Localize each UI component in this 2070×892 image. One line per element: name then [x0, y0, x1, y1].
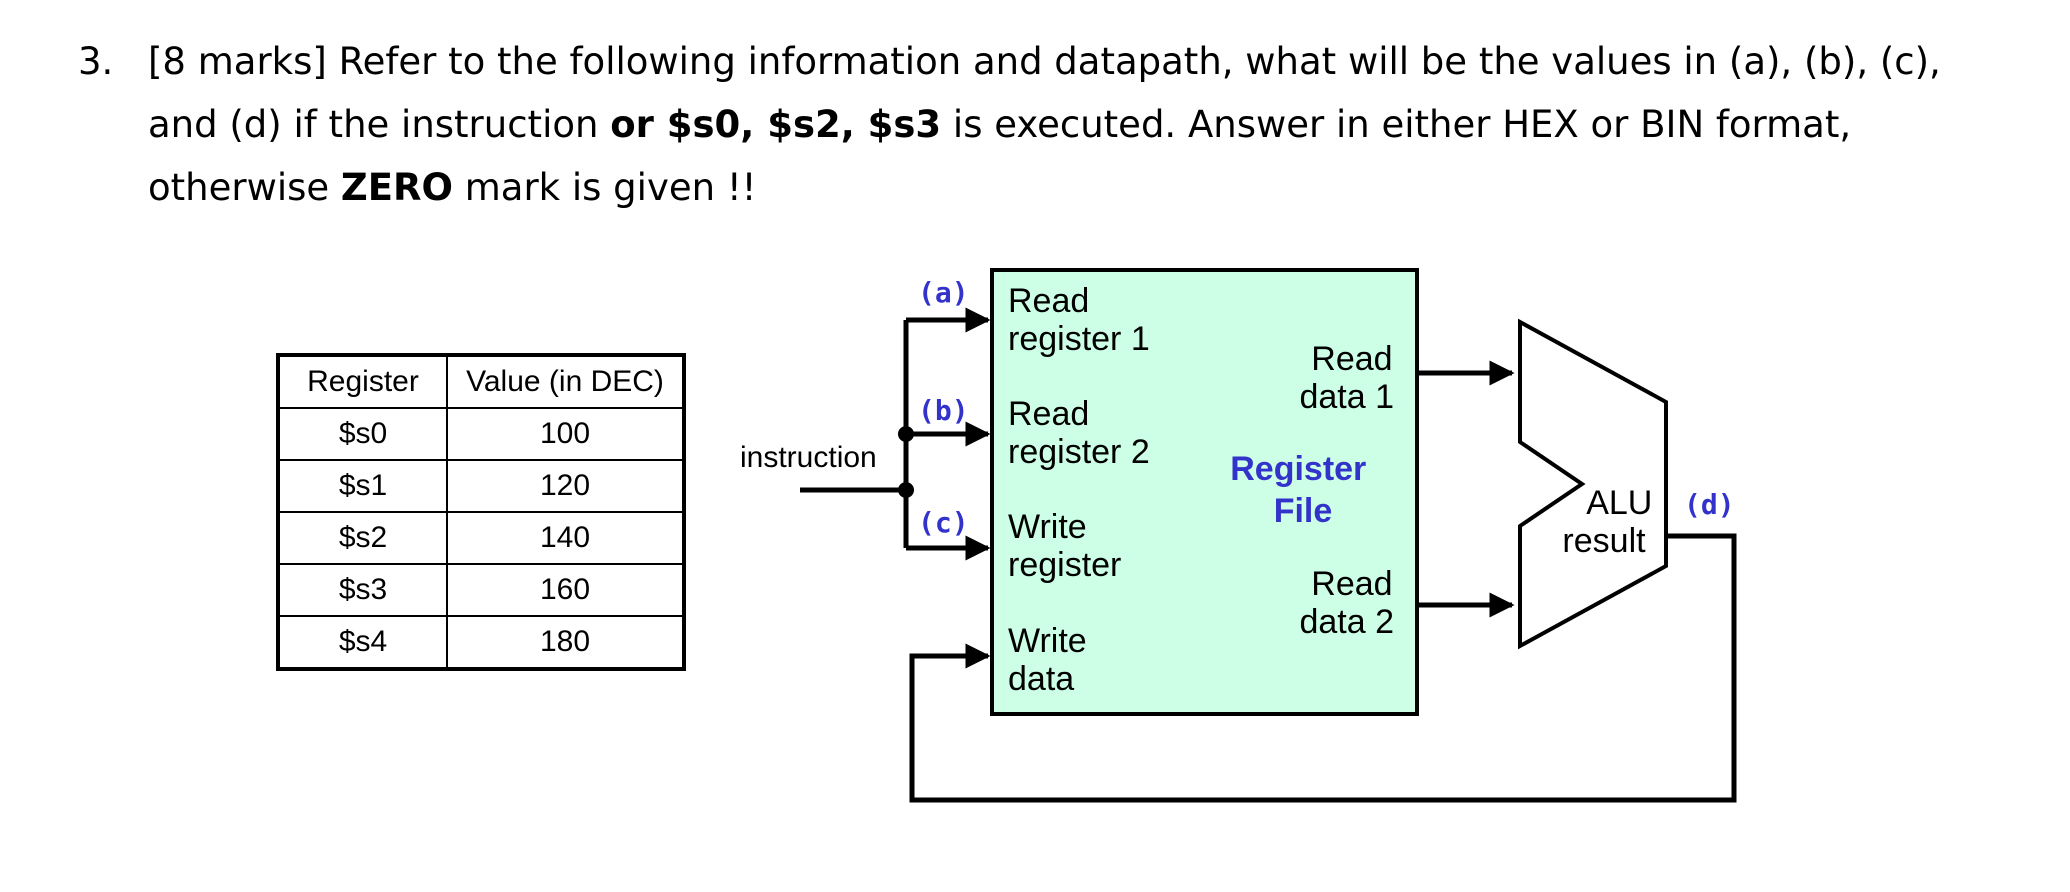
question-text: [8 marks] Refer to the following informa… — [148, 30, 2018, 219]
question-number: 3. — [78, 40, 114, 83]
label-d: (d) — [1684, 488, 1735, 521]
register-table-header: Register Value (in DEC) — [277, 354, 685, 409]
register-value: 100 — [446, 407, 685, 461]
read-data-2-label: Read data 2 — [1299, 565, 1402, 641]
write-register-label: Write register — [1008, 508, 1121, 584]
register-file-box — [990, 268, 1419, 716]
question-zero: ZERO — [340, 166, 453, 209]
question-instruction: or $s0, $s2, $s3 — [610, 103, 942, 146]
register-name: $s0 — [277, 407, 448, 461]
label-c: (c) — [918, 506, 969, 539]
register-value: 160 — [446, 563, 685, 617]
instruction-label: instruction — [740, 441, 877, 474]
register-name: $s1 — [277, 459, 448, 513]
register-name: $s2 — [277, 511, 448, 565]
table-row: $s2 140 — [277, 511, 685, 565]
read-register-1-label: Read register 1 — [1008, 282, 1150, 358]
table-row: $s1 120 — [277, 459, 685, 513]
register-value: 180 — [446, 615, 685, 670]
table-row: $s3 160 — [277, 563, 685, 617]
question-prompt-start: Refer to the following information and d… — [148, 40, 1941, 146]
register-value: 140 — [446, 511, 685, 565]
table-row: $s0 100 — [277, 407, 685, 461]
junction-dot — [898, 482, 914, 498]
register-name: $s3 — [277, 563, 448, 617]
header-register: Register — [277, 354, 448, 409]
wire-alu-result-feedback — [909, 533, 1737, 803]
question-marks: [8 marks] — [148, 40, 327, 83]
register-name: $s4 — [277, 615, 448, 670]
register-value: 120 — [446, 459, 685, 513]
question-prompt-end: mark is given !! — [452, 166, 757, 209]
table-row: $s4 180 — [277, 615, 685, 670]
alu-label: ALU result — [1562, 484, 1661, 560]
alu-shape — [1518, 318, 1668, 650]
question-prompt-mid: is executed. Answer in either HEX or BIN… — [148, 103, 1852, 209]
read-register-2-label: Read register 2 — [1008, 395, 1150, 471]
read-data-1-label: Read data 1 — [1299, 340, 1402, 416]
register-table: Register Value (in DEC) $s0 100 $s1 120 … — [276, 353, 686, 671]
label-a: (a) — [918, 276, 969, 309]
header-value: Value (in DEC) — [446, 354, 685, 409]
register-file-title: Register File — [1230, 450, 1376, 530]
write-data-label: Write data — [1008, 622, 1096, 698]
label-b: (b) — [918, 394, 969, 427]
